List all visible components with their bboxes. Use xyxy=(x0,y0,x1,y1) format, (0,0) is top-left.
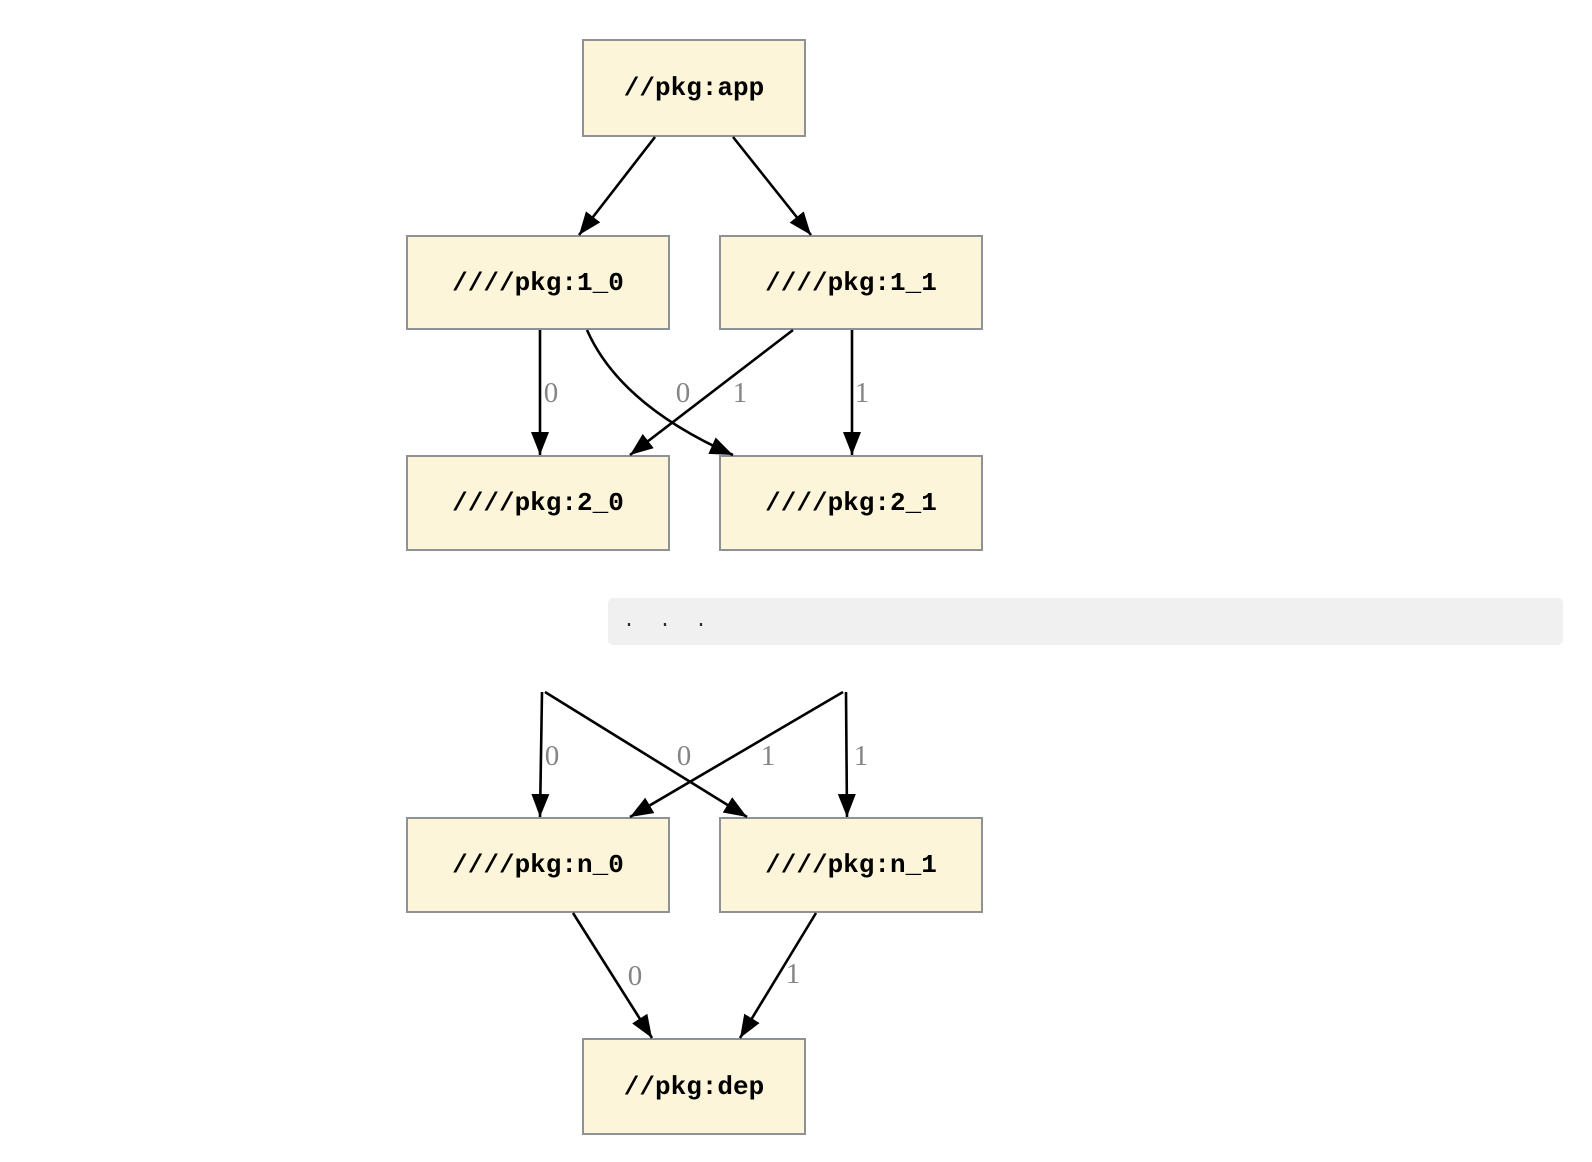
node-label-dep: //pkg:dep xyxy=(623,1071,765,1102)
graph-edge xyxy=(738,912,818,1039)
node-label-2-1: ////pkg:2_1 xyxy=(765,488,937,518)
graph-edge xyxy=(731,136,813,236)
edge-label: 1 xyxy=(733,377,748,409)
edge-label: 0 xyxy=(676,377,691,409)
edge-label: 0 xyxy=(545,740,560,772)
graph-node-n-1: ////pkg:n_1 xyxy=(719,817,983,913)
edge-label: 0 xyxy=(544,377,559,409)
node-label-n-1: ////pkg:n_1 xyxy=(765,850,937,880)
graph-edge xyxy=(577,136,657,236)
node-label-n-0: ////pkg:n_0 xyxy=(452,850,624,880)
graph-edge xyxy=(629,328,794,457)
graph-edge xyxy=(629,690,844,819)
graph-edge xyxy=(531,691,550,818)
graph-node-2-1: ////pkg:2_1 xyxy=(719,455,983,551)
graph-node-1-1: ////pkg:1_1 xyxy=(719,235,983,330)
edge-label: 0 xyxy=(677,740,692,772)
ellipsis-text: . . . xyxy=(623,610,708,633)
graph-node-2-0: ////pkg:2_0 xyxy=(406,455,670,551)
graph-node-n-0: ////pkg:n_0 xyxy=(406,817,670,913)
graph-edge xyxy=(585,329,734,457)
graph-node-app: //pkg:app xyxy=(582,39,806,137)
graph-edge xyxy=(571,912,654,1039)
edge-label: 1 xyxy=(786,958,801,990)
node-label-1-1: ////pkg:1_1 xyxy=(765,267,937,298)
node-label-2-0: ////pkg:2_0 xyxy=(452,488,624,518)
node-label-1-0: ////pkg:1_0 xyxy=(452,267,624,298)
edge-label: 1 xyxy=(854,740,869,772)
code-block-ellipsis: . . . xyxy=(608,598,1563,645)
graph-node-1-0: ////pkg:1_0 xyxy=(406,235,670,330)
edge-label: 1 xyxy=(855,377,870,409)
graph-edge xyxy=(837,691,856,818)
edge-label: 0 xyxy=(628,960,643,992)
graph-node-dep: //pkg:dep xyxy=(582,1038,806,1135)
edge-label: 1 xyxy=(761,740,776,772)
graph-edge xyxy=(544,690,748,819)
node-label-app: //pkg:app xyxy=(623,73,765,103)
